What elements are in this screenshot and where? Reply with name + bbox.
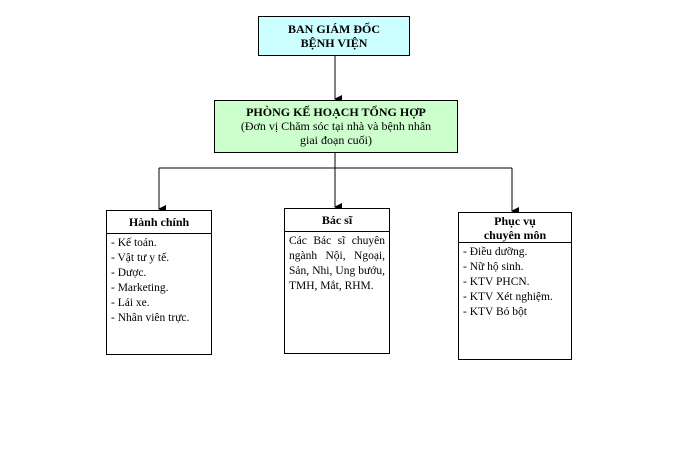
director-line-2: BỆNH VIỆN	[300, 36, 368, 50]
list-item: - Dược.	[111, 267, 147, 279]
list-item: - Điều dưỡng.	[463, 246, 528, 258]
list-item: - Marketing.	[111, 282, 169, 294]
director-box: BAN GIÁM ĐỐC BỆNH VIỆN	[258, 16, 410, 56]
director-line-1: BAN GIÁM ĐỐC	[288, 22, 380, 36]
planning-title: PHÒNG KẾ HOẠCH TỔNG HỢP	[246, 105, 426, 119]
doctors-department-box: Bác sĩ Các Bác sĩ chuyên ngành Nội, Ngoạ…	[284, 208, 390, 354]
professional-service-department-box: Phục vụ chuyên môn - Điều dưỡng. - Nữ hộ…	[458, 212, 572, 360]
planning-subtitle-line-1: (Đơn vị Chăm sóc tại nhà và bệnh nhân	[240, 119, 432, 133]
doctors-department-header: Bác sĩ	[285, 209, 389, 232]
admin-department-title: Hành chính	[128, 215, 190, 229]
planning-box: PHÒNG KẾ HOẠCH TỔNG HỢP (Đơn vị Chăm sóc…	[214, 100, 458, 153]
admin-department-header: Hành chính	[107, 211, 211, 234]
list-item: - KTV Xét nghiệm.	[463, 291, 553, 303]
professional-service-department-list: - Điều dưỡng. - Nữ hộ sinh. - KTV PHCN. …	[459, 243, 571, 322]
doctors-department-title: Bác sĩ	[321, 213, 353, 227]
doctors-department-text: Các Bác sĩ chuyên ngành Nội, Ngoại, Sản,…	[289, 235, 385, 292]
list-item: - Lái xe.	[111, 297, 150, 309]
list-item: - KTV Bó bột	[463, 306, 527, 318]
admin-department-box: Hành chính - Kế toán. - Vật tư y tế. - D…	[106, 210, 212, 355]
professional-service-department-header: Phục vụ chuyên môn	[459, 213, 571, 243]
list-item: - Nữ hộ sinh.	[463, 261, 524, 273]
planning-subtitle-line-2: giai đoạn cuối)	[300, 133, 372, 147]
list-item: - Kế toán.	[111, 237, 157, 249]
list-item: - Nhân viên trực.	[111, 312, 190, 324]
list-item: - KTV PHCN.	[463, 276, 530, 288]
professional-service-title-line-2: chuyên môn	[483, 228, 547, 242]
professional-service-title-line-1: Phục vụ	[494, 214, 536, 228]
admin-department-list: - Kế toán. - Vật tư y tế. - Dược. - Mark…	[107, 234, 211, 328]
list-item: - Vật tư y tế.	[111, 252, 170, 264]
